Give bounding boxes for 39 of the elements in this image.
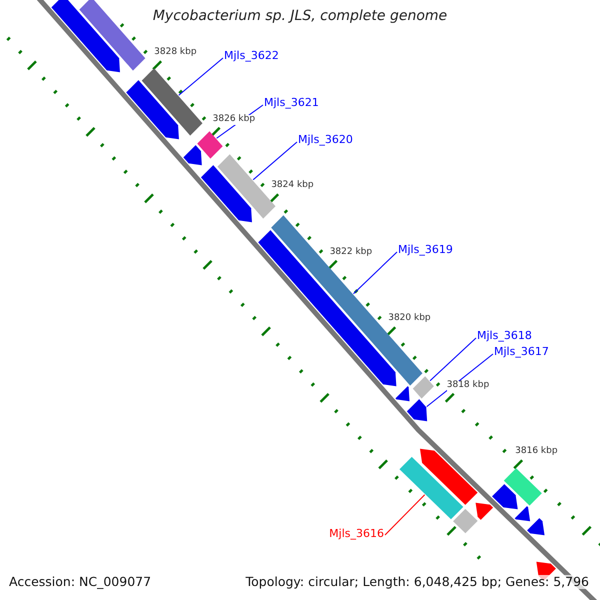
accession-text: Accession: NC_009077 (9, 575, 152, 589)
scale-label: 3816 kbp (515, 447, 558, 458)
leader-line (178, 58, 224, 96)
gene-bar (126, 80, 179, 140)
scale-label: 3826 kbp (212, 114, 256, 125)
gene-label: Mjls_3619 (398, 244, 453, 256)
leader-line (384, 494, 426, 536)
gene-label: Mjls_3617 (494, 346, 549, 358)
gene-bar (197, 131, 223, 159)
gene-label: Mjls_3622 (224, 50, 279, 62)
gene-bar (527, 518, 545, 536)
gene-bar (453, 508, 478, 534)
scale-label: 3822 kbp (330, 248, 372, 258)
gene-bar (399, 456, 464, 520)
gene-label: Mjls_3618 (477, 330, 532, 342)
gene-bar (476, 502, 494, 520)
gene-label: Mjls_3621 (264, 97, 319, 110)
gene-bar (412, 376, 434, 399)
leader-line (430, 338, 476, 382)
leader-line (252, 142, 298, 180)
gene-bar (79, 0, 146, 71)
gene-bar (183, 145, 202, 166)
gene-bar (395, 386, 410, 402)
gene-label: Mjls_3620 (298, 134, 353, 146)
gene-bar (51, 0, 120, 72)
scale-label: 3820 kbp (388, 314, 431, 324)
leader-line (352, 252, 398, 294)
genome-summary-text: Topology: circular; Length: 6,048,425 bp; Genes: 5,796 (244, 575, 591, 589)
gene-bar (504, 468, 542, 506)
gene-bar (492, 484, 518, 510)
diagram-title: Mycobacterium sp. JLS, complete genome (152, 9, 448, 24)
gene-bar (200, 165, 252, 222)
gene-label: Mjls_3616 (329, 528, 384, 540)
scale-label: 3818 kbp (446, 380, 490, 391)
scale-label: 3824 kbp (271, 181, 314, 192)
scale-label: 3828 kbp (154, 48, 197, 58)
gene-bar (406, 399, 428, 422)
gene-bar (420, 448, 478, 505)
gene-bar (142, 68, 202, 136)
